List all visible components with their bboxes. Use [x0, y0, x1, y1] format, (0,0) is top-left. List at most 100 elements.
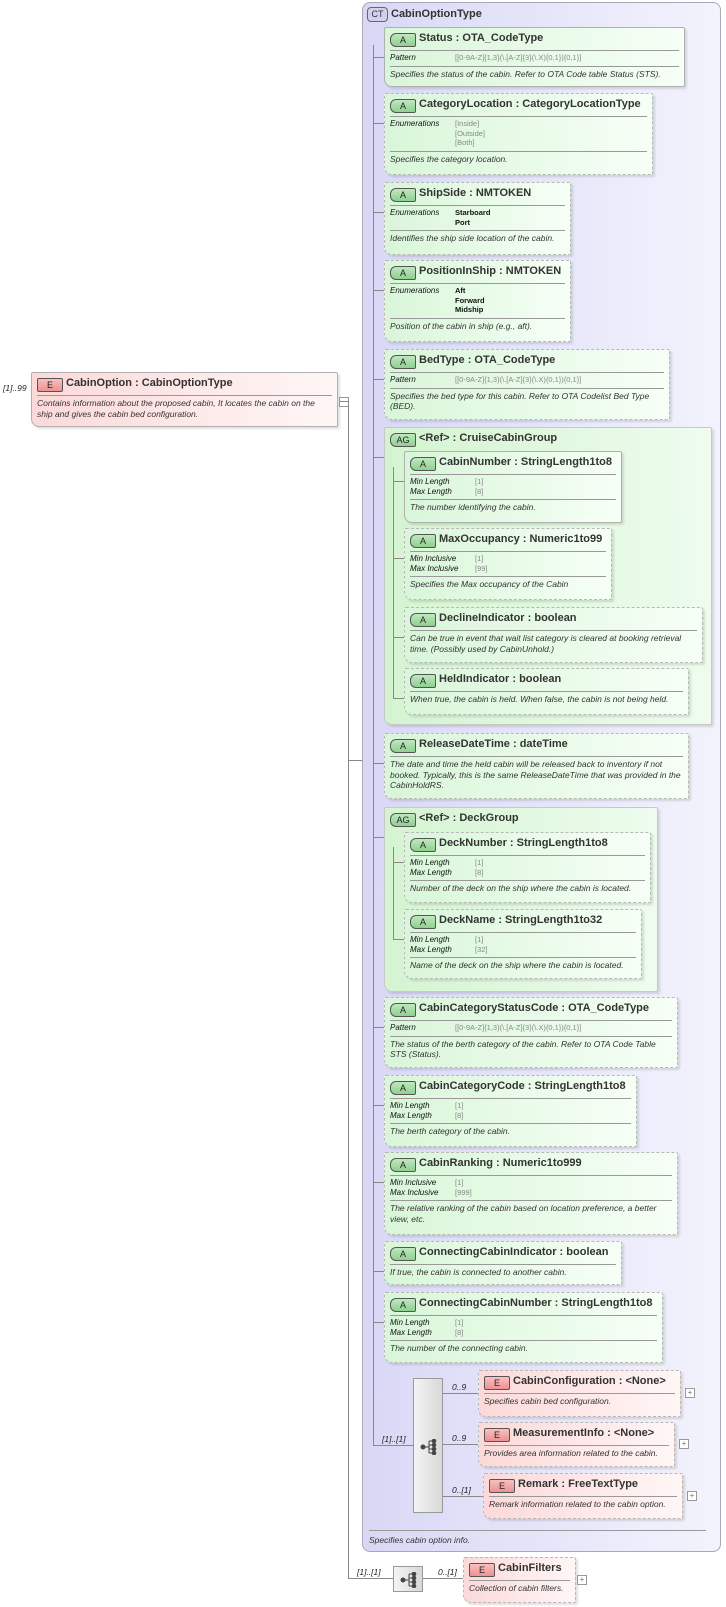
attribute-box-cabinranking[interactable]: ACabinRankingNumeric1to999Min Inclusive[… [384, 1152, 678, 1235]
attribute-box-connectingcabinnumber[interactable]: AConnectingCabinNumberStringLength1to8Mi… [384, 1292, 663, 1363]
sequence-compositor[interactable] [413, 1378, 443, 1513]
connector-line [373, 1271, 384, 1272]
box-header: ACategoryLocationCategoryLocationType [385, 94, 652, 116]
box-header: APositionInShipNMTOKEN [385, 261, 570, 283]
box-header: ACabinCategoryCodeStringLength1to8 [385, 1076, 636, 1098]
facet-label: Max Length [410, 486, 452, 496]
box-title: CabinOptionCabinOptionType [66, 377, 233, 389]
item-name: PositionInShip [419, 265, 496, 277]
facet-values: [1] [475, 477, 483, 487]
attribute-box-heldindicator[interactable]: AHeldIndicatorbooleanWhen true, the cabi… [404, 668, 689, 715]
facet-value: [1] [455, 1178, 464, 1187]
facet-values: [[0-9A-Z]{1,3}(\.[A-Z]{3}(\.X){0,1}){0,1… [455, 1023, 581, 1033]
box-title: ReleaseDateTimedateTime [419, 738, 568, 750]
facet-value: [1] [475, 477, 484, 486]
attribute-box-deckname[interactable]: ADeckNameStringLength1to32Min Length[1]M… [404, 909, 642, 979]
facet-row: Max Inclusive[99] [410, 564, 606, 574]
element-badge-icon: E [484, 1428, 510, 1442]
box-header: ABedTypeOTA_CodeType [385, 350, 669, 372]
box-header: AG<Ref>CruiseCabinGroup [385, 428, 711, 450]
attribute-box-cabincategorystatuscode[interactable]: ACabinCategoryStatusCodeOTA_CodeTypePatt… [384, 997, 678, 1068]
facet-value: [1] [475, 858, 484, 867]
attribute-box-releasedatetime[interactable]: AReleaseDateTimedateTimeThe date and tim… [384, 733, 689, 799]
item-type: Numeric1to99 [520, 533, 603, 545]
box-title: HeldIndicatorboolean [439, 673, 561, 685]
facet-row: Min Length[1] [390, 1318, 657, 1328]
expand-button[interactable]: + [687, 1491, 697, 1501]
item-type: CabinOptionType [132, 377, 233, 389]
attribute-box-categorylocation[interactable]: ACategoryLocationCategoryLocationTypeEnu… [384, 93, 653, 175]
connector-line [373, 1445, 413, 1446]
facet-label: Pattern [390, 1023, 416, 1032]
facet-row: Min Length[1] [410, 935, 636, 945]
attribute-box-maxoccupancy[interactable]: AMaxOccupancyNumeric1to99Min Inclusive[1… [404, 528, 612, 600]
multiplicity-label: 0..9 [452, 1433, 467, 1443]
element-box-cabinoption[interactable]: ECabinOptionCabinOptionTypeContains info… [31, 372, 338, 427]
sequence-compositor[interactable] [393, 1566, 423, 1592]
item-type: <None> [616, 1375, 666, 1387]
expand-button[interactable]: + [679, 1439, 689, 1449]
connector-line [373, 45, 374, 1446]
facet-value: [Inside] [455, 119, 480, 128]
facet-label: Min Length [410, 477, 450, 486]
item-type: boolean [557, 1246, 609, 1258]
box-title: <Ref>CruiseCabinGroup [419, 432, 557, 444]
attribute-box-bedtype[interactable]: ABedTypeOTA_CodeTypePattern[[0-9A-Z]{1,3… [384, 349, 670, 420]
facets-section: Min Inclusive[1]Max Inclusive[99] [410, 551, 606, 576]
item-name: Remark [518, 1478, 559, 1490]
facet-row: Max Length[8] [390, 1111, 631, 1121]
facet-row: Enumerations[Inside][Outside][Both] [390, 119, 647, 148]
item-name: ReleaseDateTime [419, 738, 510, 750]
attribute-box-shipside[interactable]: AShipSideNMTOKENEnumerationsStarboardPor… [384, 182, 571, 255]
item-description: The number identifying the cabin. [410, 499, 616, 516]
facets-section: Min Length[1]Max Length[8] [410, 474, 616, 499]
item-name: MaxOccupancy [439, 533, 520, 545]
facet-value: [8] [475, 867, 484, 877]
element-box-remark[interactable]: ERemarkFreeTextTypeRemark information re… [483, 1473, 683, 1519]
item-description: Specifies the Max occupancy of the Cabin [410, 576, 606, 593]
connector-line [393, 847, 394, 940]
box-title: MeasurementInfo<None> [513, 1427, 654, 1439]
facet-values: [1] [475, 858, 483, 868]
attribute-box-connectingcabinindicator[interactable]: AConnectingCabinIndicatorbooleanIf true,… [384, 1241, 622, 1285]
item-type: <None> [604, 1427, 654, 1439]
facet-row: Pattern[[0-9A-Z]{1,3}(\.[A-Z]{3}(\.X){0,… [390, 53, 679, 63]
attribute-group-badge-icon: AG [390, 813, 416, 827]
attribute-box-cabinnumber[interactable]: ACabinNumberStringLength1to8Min Length[1… [404, 451, 622, 523]
element-badge-icon: E [489, 1479, 515, 1493]
item-description: Number of the deck on the ship where the… [410, 880, 645, 897]
expand-button[interactable]: + [577, 1575, 587, 1585]
box-header: AConnectingCabinIndicatorboolean [385, 1242, 621, 1264]
facet-row: Min Inclusive[1] [390, 1178, 672, 1188]
connector-line [393, 939, 404, 940]
attribute-box-status[interactable]: AStatusOTA_CodeTypePattern[[0-9A-Z]{1,3}… [384, 27, 685, 87]
item-name: ShipSide [419, 187, 467, 199]
complex-type-badge-icon: CT [367, 7, 388, 22]
attribute-box-decknumber[interactable]: ADeckNumberStringLength1to8Min Length[1]… [404, 832, 651, 903]
item-type: StringLength1to8 [525, 1080, 626, 1092]
item-name: <Ref> [419, 812, 450, 824]
facet-row: Pattern [[0-9A-Z]{1,3}(\.[A-Z]{3}(\.X){0,… [390, 1023, 672, 1033]
item-description: Identifies the ship side location of the… [390, 230, 565, 247]
box-header: AStatusOTA_CodeType [385, 28, 684, 50]
element-badge-icon: E [484, 1376, 510, 1390]
facet-values: [[0-9A-Z]{1,3}(\.[A-Z]{3}(\.X){0,1}){0,1… [455, 375, 581, 385]
attribute-box-positioninship[interactable]: APositionInShipNMTOKENEnumerationsAftFor… [384, 260, 571, 342]
box-title: CabinFilters [498, 1562, 562, 1574]
box-header: ECabinOptionCabinOptionType [32, 373, 337, 395]
connector-line [373, 1182, 384, 1183]
expand-button[interactable]: + [685, 1388, 695, 1398]
attribute-box-declineindicator[interactable]: ADeclineIndicatorbooleanCan be true in e… [404, 607, 703, 663]
element-badge-icon: E [37, 378, 63, 392]
attribute-box-cabincategorycode[interactable]: ACabinCategoryCodeStringLength1to8Min Le… [384, 1075, 637, 1147]
facet-value: [1] [455, 1101, 464, 1110]
facet-value: [8] [455, 1110, 464, 1120]
box-title: CabinNumberStringLength1to8 [439, 456, 612, 468]
item-name: BedType [419, 354, 465, 366]
box-header: ACabinCategoryStatusCodeOTA_CodeType [385, 998, 677, 1020]
attribute-badge-icon: A [390, 99, 416, 113]
